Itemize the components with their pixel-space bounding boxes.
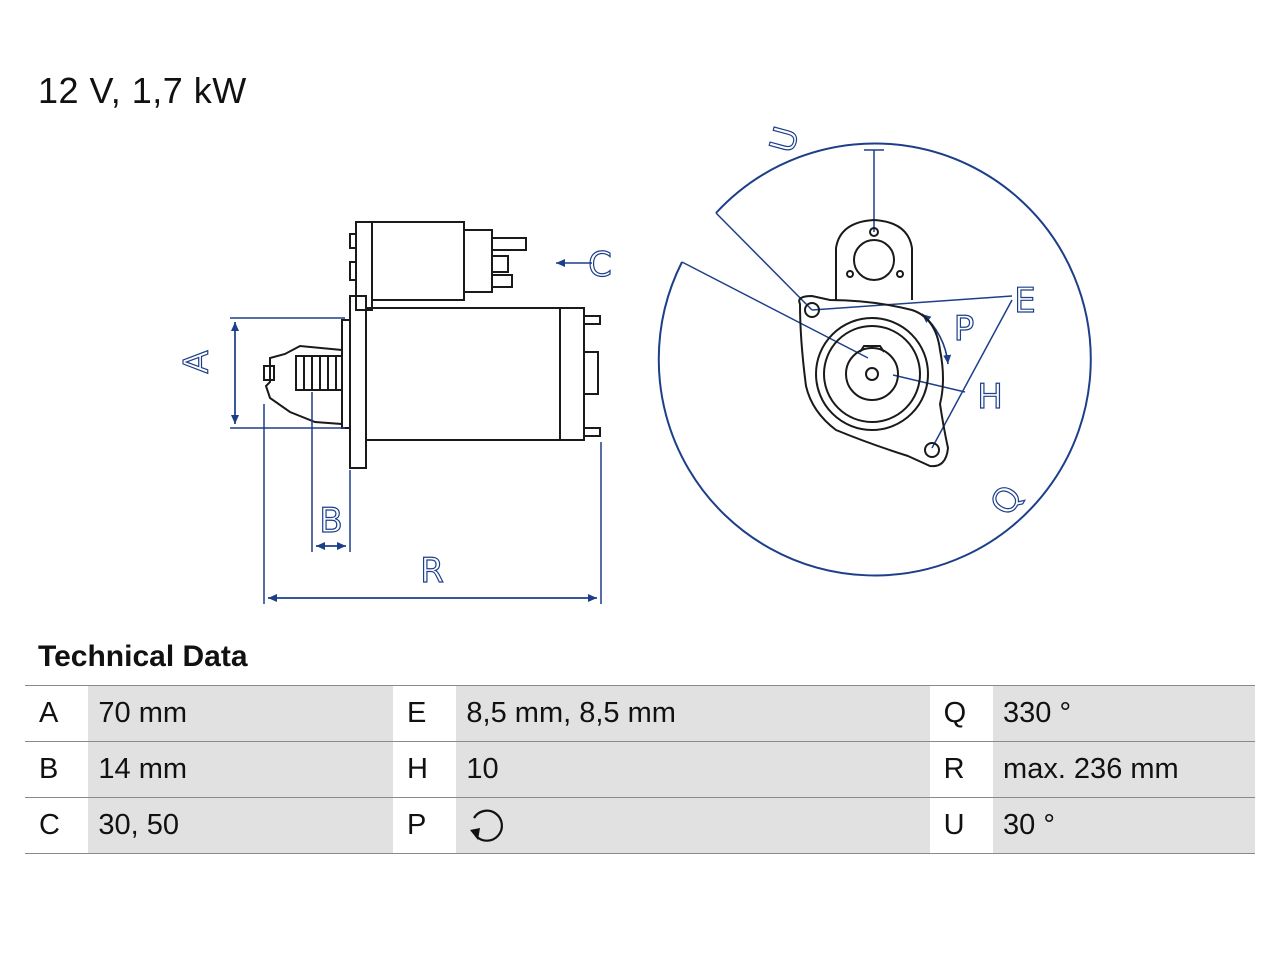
- table-row: B 14 mm H 10 R max. 236 mm: [25, 741, 1255, 798]
- page-title: 12 V, 1,7 kW: [38, 70, 247, 111]
- technical-data-title: Technical Data: [38, 640, 248, 673]
- label-P: P: [954, 309, 975, 349]
- label-H: H: [977, 377, 1003, 417]
- label-A: A: [177, 350, 217, 373]
- label-C: C: [588, 245, 612, 285]
- spec-value: 330 °: [993, 685, 1255, 742]
- spec-value: 70 mm: [88, 685, 394, 742]
- spec-value: 30, 50: [88, 797, 394, 854]
- solenoid-body: [371, 221, 465, 301]
- drive-nose: [264, 344, 343, 426]
- table-row: A 70 mm E 8,5 mm, 8,5 mm Q 330 °: [25, 685, 1255, 742]
- pinion-front: [845, 347, 899, 401]
- spec-key: Q: [929, 685, 994, 742]
- solenoid-ear: [835, 218, 913, 300]
- label-R: R: [420, 551, 444, 591]
- spec-key: C: [25, 797, 89, 854]
- side-dimensions: [230, 259, 602, 604]
- spec-value: 8,5 mm, 8,5 mm: [456, 685, 930, 742]
- spec-key: H: [393, 741, 457, 798]
- spec-value: 10: [456, 741, 930, 798]
- table-row: C 30, 50 P U 30 °: [25, 797, 1255, 854]
- spec-key: R: [929, 741, 994, 798]
- motor-outline: [815, 317, 929, 431]
- label-E: E: [1014, 281, 1035, 321]
- spec-value: 30 °: [993, 797, 1255, 854]
- technical-data-table: A 70 mm E 8,5 mm, 8,5 mm Q 330 ° B 14 mm…: [25, 685, 1255, 854]
- rotation-direction-icon: [470, 809, 504, 842]
- mounting-flange: [349, 295, 367, 469]
- spec-key: E: [393, 685, 457, 742]
- spec-key: B: [25, 741, 89, 798]
- label-B: B: [319, 501, 342, 541]
- front-view: [657, 142, 1092, 577]
- spec-value-rotation: [456, 797, 930, 854]
- spec-key: A: [25, 685, 89, 742]
- dimension-labels: A B C R U E P H Q: [176, 122, 1036, 592]
- label-U: U: [762, 123, 807, 157]
- swing-arc: [657, 142, 1092, 577]
- motor-housing: [365, 307, 561, 441]
- side-view: [263, 221, 601, 469]
- spec-value: 14 mm: [88, 741, 394, 798]
- spec-key: P: [393, 797, 457, 854]
- starter-motor-diagram: A B C R U E P H Q: [176, 122, 1092, 604]
- spec-key: U: [929, 797, 994, 854]
- front-flange: [798, 294, 950, 468]
- spec-value: max. 236 mm: [993, 741, 1255, 798]
